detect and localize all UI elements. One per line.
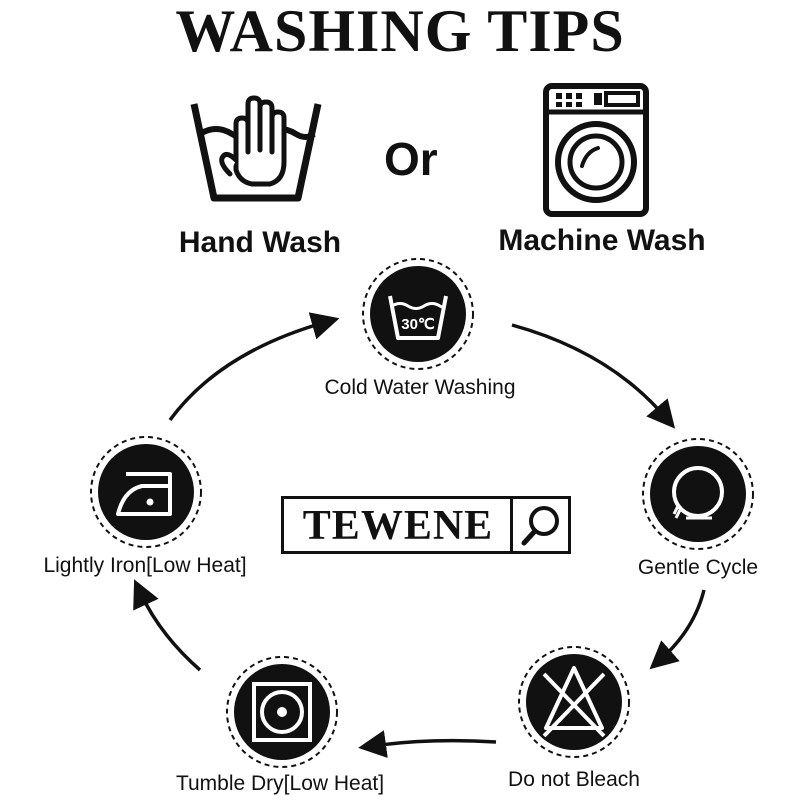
step-label-gentle-cycle: Gentle Cycle (637, 556, 759, 579)
svg-text:30℃: 30℃ (401, 316, 435, 333)
machine-wash-label: Machine Wash (498, 224, 706, 257)
arrow-dry-to-iron (133, 579, 202, 672)
hand-wash-label: Hand Wash (178, 226, 342, 259)
arrow-wash-to-gentle (511, 323, 676, 429)
arrow-gentle-to-bleach (649, 589, 706, 670)
or-text: Or (384, 133, 438, 185)
brand-search-box: TEWENE (281, 496, 571, 554)
iron-low-icon (88, 434, 204, 550)
wash-30c-icon: 30℃ (360, 256, 476, 372)
arrow-bleach-to-dry (358, 730, 497, 758)
no-bleach-icon (516, 644, 632, 760)
step-label-iron: Lightly Iron[Low Heat] (43, 554, 247, 577)
washing-machine-icon (542, 82, 650, 218)
step-label-tumble-dry: Tumble Dry[Low Heat] (175, 772, 385, 795)
search-button (510, 499, 568, 551)
gentle-cycle-icon (640, 436, 756, 552)
brand-name: TEWENE (302, 503, 494, 549)
page-title: WASHING TIPS (175, 0, 625, 64)
hand-wash-icon (186, 90, 326, 210)
step-label-cold-water: Cold Water Washing (324, 376, 516, 399)
step-label-no-bleach: Do not Bleach (508, 768, 640, 791)
arrow-iron-to-wash (168, 312, 340, 422)
search-icon (521, 506, 559, 546)
tumble-dry-low-icon (224, 654, 340, 770)
